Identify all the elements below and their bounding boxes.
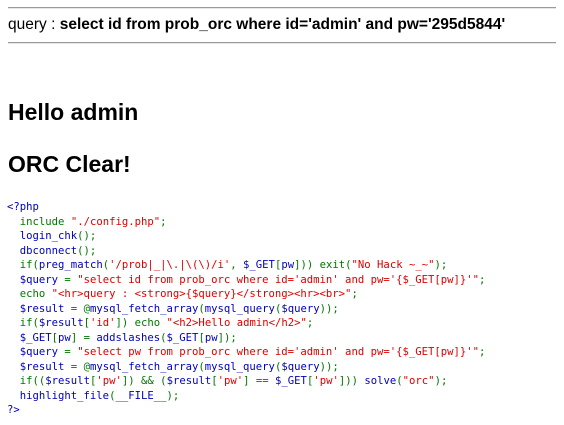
source-line: $query = "select id from prob_orc where … bbox=[7, 273, 486, 286]
bottom-horizontal-rule bbox=[8, 42, 556, 44]
hello-admin-heading: Hello admin bbox=[8, 99, 139, 125]
source-line: $result = @mysql_fetch_array(mysql_query… bbox=[7, 360, 339, 373]
source-line: if(($result['pw']) && ($result['pw'] == … bbox=[19, 375, 448, 387]
query-label: query : bbox=[8, 16, 60, 33]
source-line: include "./config.php"; bbox=[19, 215, 167, 228]
source-line: ?> bbox=[7, 404, 20, 416]
source-line: login_chk(); bbox=[7, 230, 97, 242]
query-sql: select id from prob_orc where id='admin'… bbox=[59, 16, 506, 33]
source-line: if($result['id']) echo "<h2>Hello admin<… bbox=[19, 317, 314, 329]
source-line: echo "<hr>query : <strong>{$query}</stro… bbox=[19, 288, 358, 300]
source-line: <?php bbox=[7, 201, 39, 213]
source-line: $query = "select pw from prob_orc where … bbox=[7, 346, 486, 358]
source-line: highlight_file(__FILE__); bbox=[7, 389, 180, 402]
orc-clear-heading: ORC Clear! bbox=[8, 151, 131, 177]
source-line: dbconnect(); bbox=[7, 244, 97, 257]
top-horizontal-rule bbox=[8, 7, 556, 9]
source-line: $_GET[pw] = addslashes($_GET[pw]); bbox=[7, 331, 237, 344]
highlighted-source-code: <?php include "./config.php"; login_chk(… bbox=[7, 200, 559, 418]
source-line: if(preg_match('/prob|_|\.|\(\)/i', $_GET… bbox=[19, 259, 448, 271]
query-output: query : select id from prob_orc where id… bbox=[8, 16, 505, 34]
source-line: $result = @mysql_fetch_array(mysql_query… bbox=[7, 302, 339, 315]
